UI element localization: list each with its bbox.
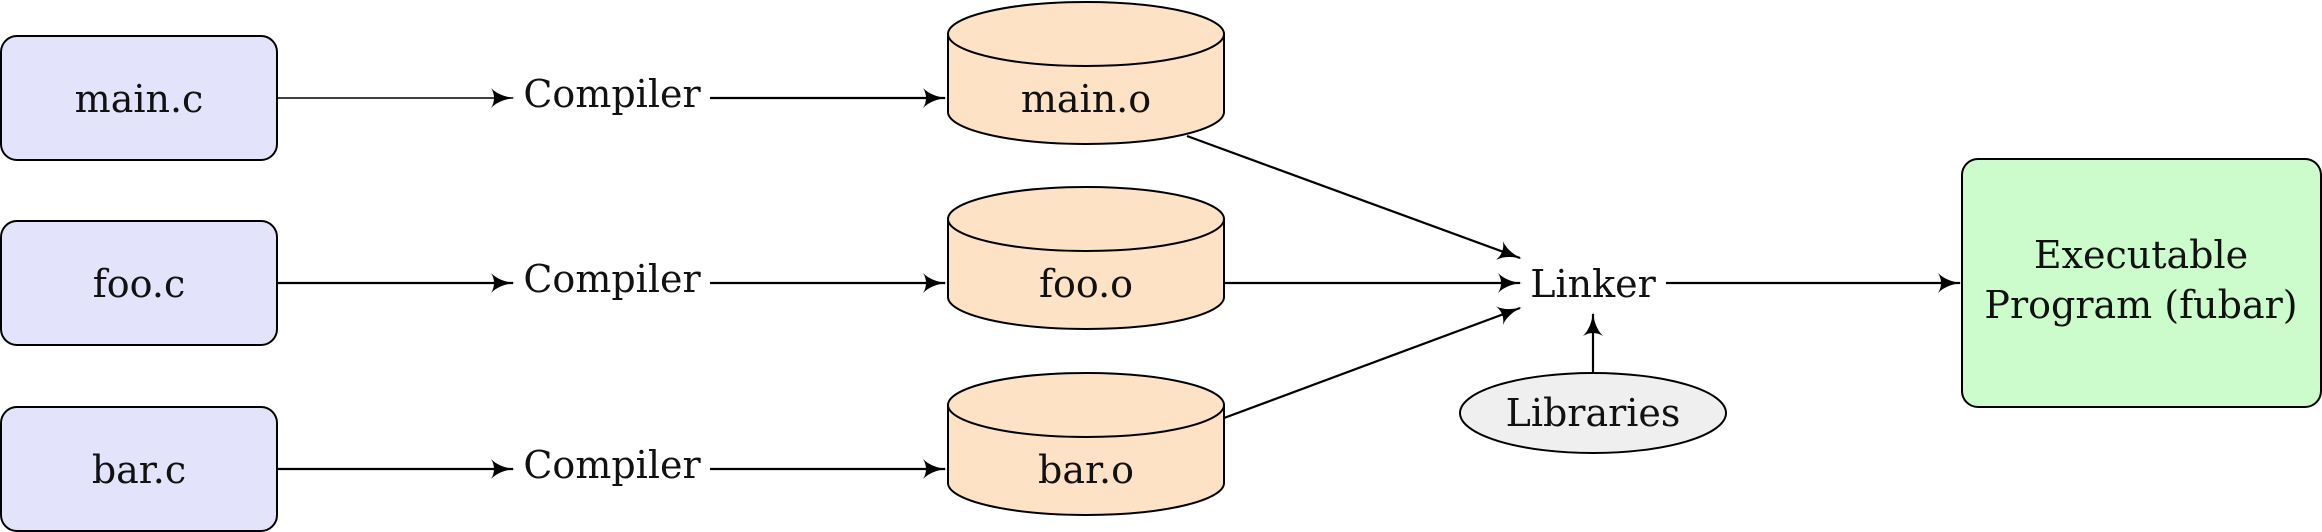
edges [277, 88, 1962, 479]
compiler-label-1: Compiler [523, 72, 701, 116]
executable-program-node: Executable Program (fubar) [1961, 158, 2322, 408]
object-file-bar-o: bar.o [947, 372, 1225, 516]
edge-main-o-to-linker [1186, 134, 1522, 260]
source-label-foo-c: foo.c [93, 262, 186, 306]
executable-label-line1: Executable [2034, 233, 2248, 277]
source-file-main-c: main.c [0, 35, 278, 161]
executable-label-line2: Program (fubar) [1984, 283, 2297, 327]
edge-bar-o-to-linker [1223, 306, 1522, 420]
compiler-label-3: Compiler [523, 443, 701, 487]
libraries-label: Libraries [1506, 391, 1681, 435]
libraries-node: Libraries [1459, 372, 1727, 454]
object-label-main-o: main.o [1021, 77, 1151, 121]
object-label-bar-o: bar.o [1038, 448, 1134, 492]
object-file-foo-o: foo.o [947, 186, 1225, 330]
object-label-foo-o: foo.o [1039, 262, 1133, 306]
source-label-bar-c: bar.c [92, 448, 186, 492]
source-file-bar-c: bar.c [0, 406, 278, 532]
source-file-foo-c: foo.c [0, 220, 278, 346]
linker-label: Linker [1530, 262, 1656, 306]
object-file-main-o: main.o [947, 1, 1225, 145]
compiler-label-2: Compiler [523, 257, 701, 301]
source-label-main-c: main.c [75, 77, 204, 121]
